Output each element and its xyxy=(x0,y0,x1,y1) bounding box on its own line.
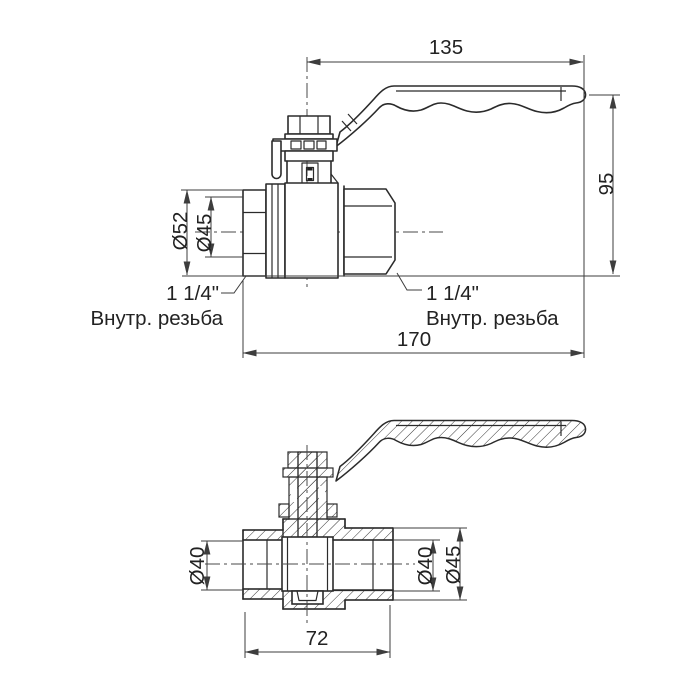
section-view: Ø40 Ø40 Ø45 72 xyxy=(186,419,587,658)
dim-40-right: Ø40 xyxy=(393,539,440,592)
valve-body-side xyxy=(242,173,396,279)
dim-135: 135 xyxy=(306,36,585,358)
dim-52: Ø52 xyxy=(169,189,243,276)
dim-45-text: Ø45 xyxy=(193,214,216,253)
dim-170-text: 170 xyxy=(397,328,431,351)
left-port-type-text: Внутр. резьба xyxy=(90,307,223,330)
dim-72: 72 xyxy=(244,605,391,658)
dim-45: Ø45 xyxy=(193,196,243,258)
dim-40-right-text: Ø40 xyxy=(414,547,437,586)
dim-72-text: 72 xyxy=(306,627,329,650)
left-port-label: 1 1/4" Внутр. резьба xyxy=(90,275,247,330)
dim-95: 95 xyxy=(589,94,620,275)
section-view-centerlines xyxy=(205,445,415,624)
valve-handle-side xyxy=(335,85,587,148)
dim-95-text: 95 xyxy=(595,173,618,196)
dim-40-left-text: Ø40 xyxy=(186,547,209,586)
left-port-size-text: 1 1/4" xyxy=(166,282,219,305)
dim-45-right: Ø45 xyxy=(393,527,467,601)
right-port-size-text: 1 1/4" xyxy=(426,282,479,305)
valve-body-section xyxy=(242,518,394,610)
valve-handle-section xyxy=(335,419,587,482)
dim-45-right-text: Ø45 xyxy=(442,546,465,585)
dim-40-left: Ø40 xyxy=(186,540,243,591)
stem-assembly-side xyxy=(271,115,338,185)
right-port-label: 1 1/4" Внутр. резьба xyxy=(396,272,559,330)
dim-52-text: Ø52 xyxy=(169,212,192,251)
right-port-type-text: Внутр. резьба xyxy=(426,307,559,330)
dim-170: 170 xyxy=(242,280,585,358)
side-view: 135 95 Ø52 Ø45 170 1 xyxy=(90,36,620,358)
dim-135-text: 135 xyxy=(429,36,463,59)
